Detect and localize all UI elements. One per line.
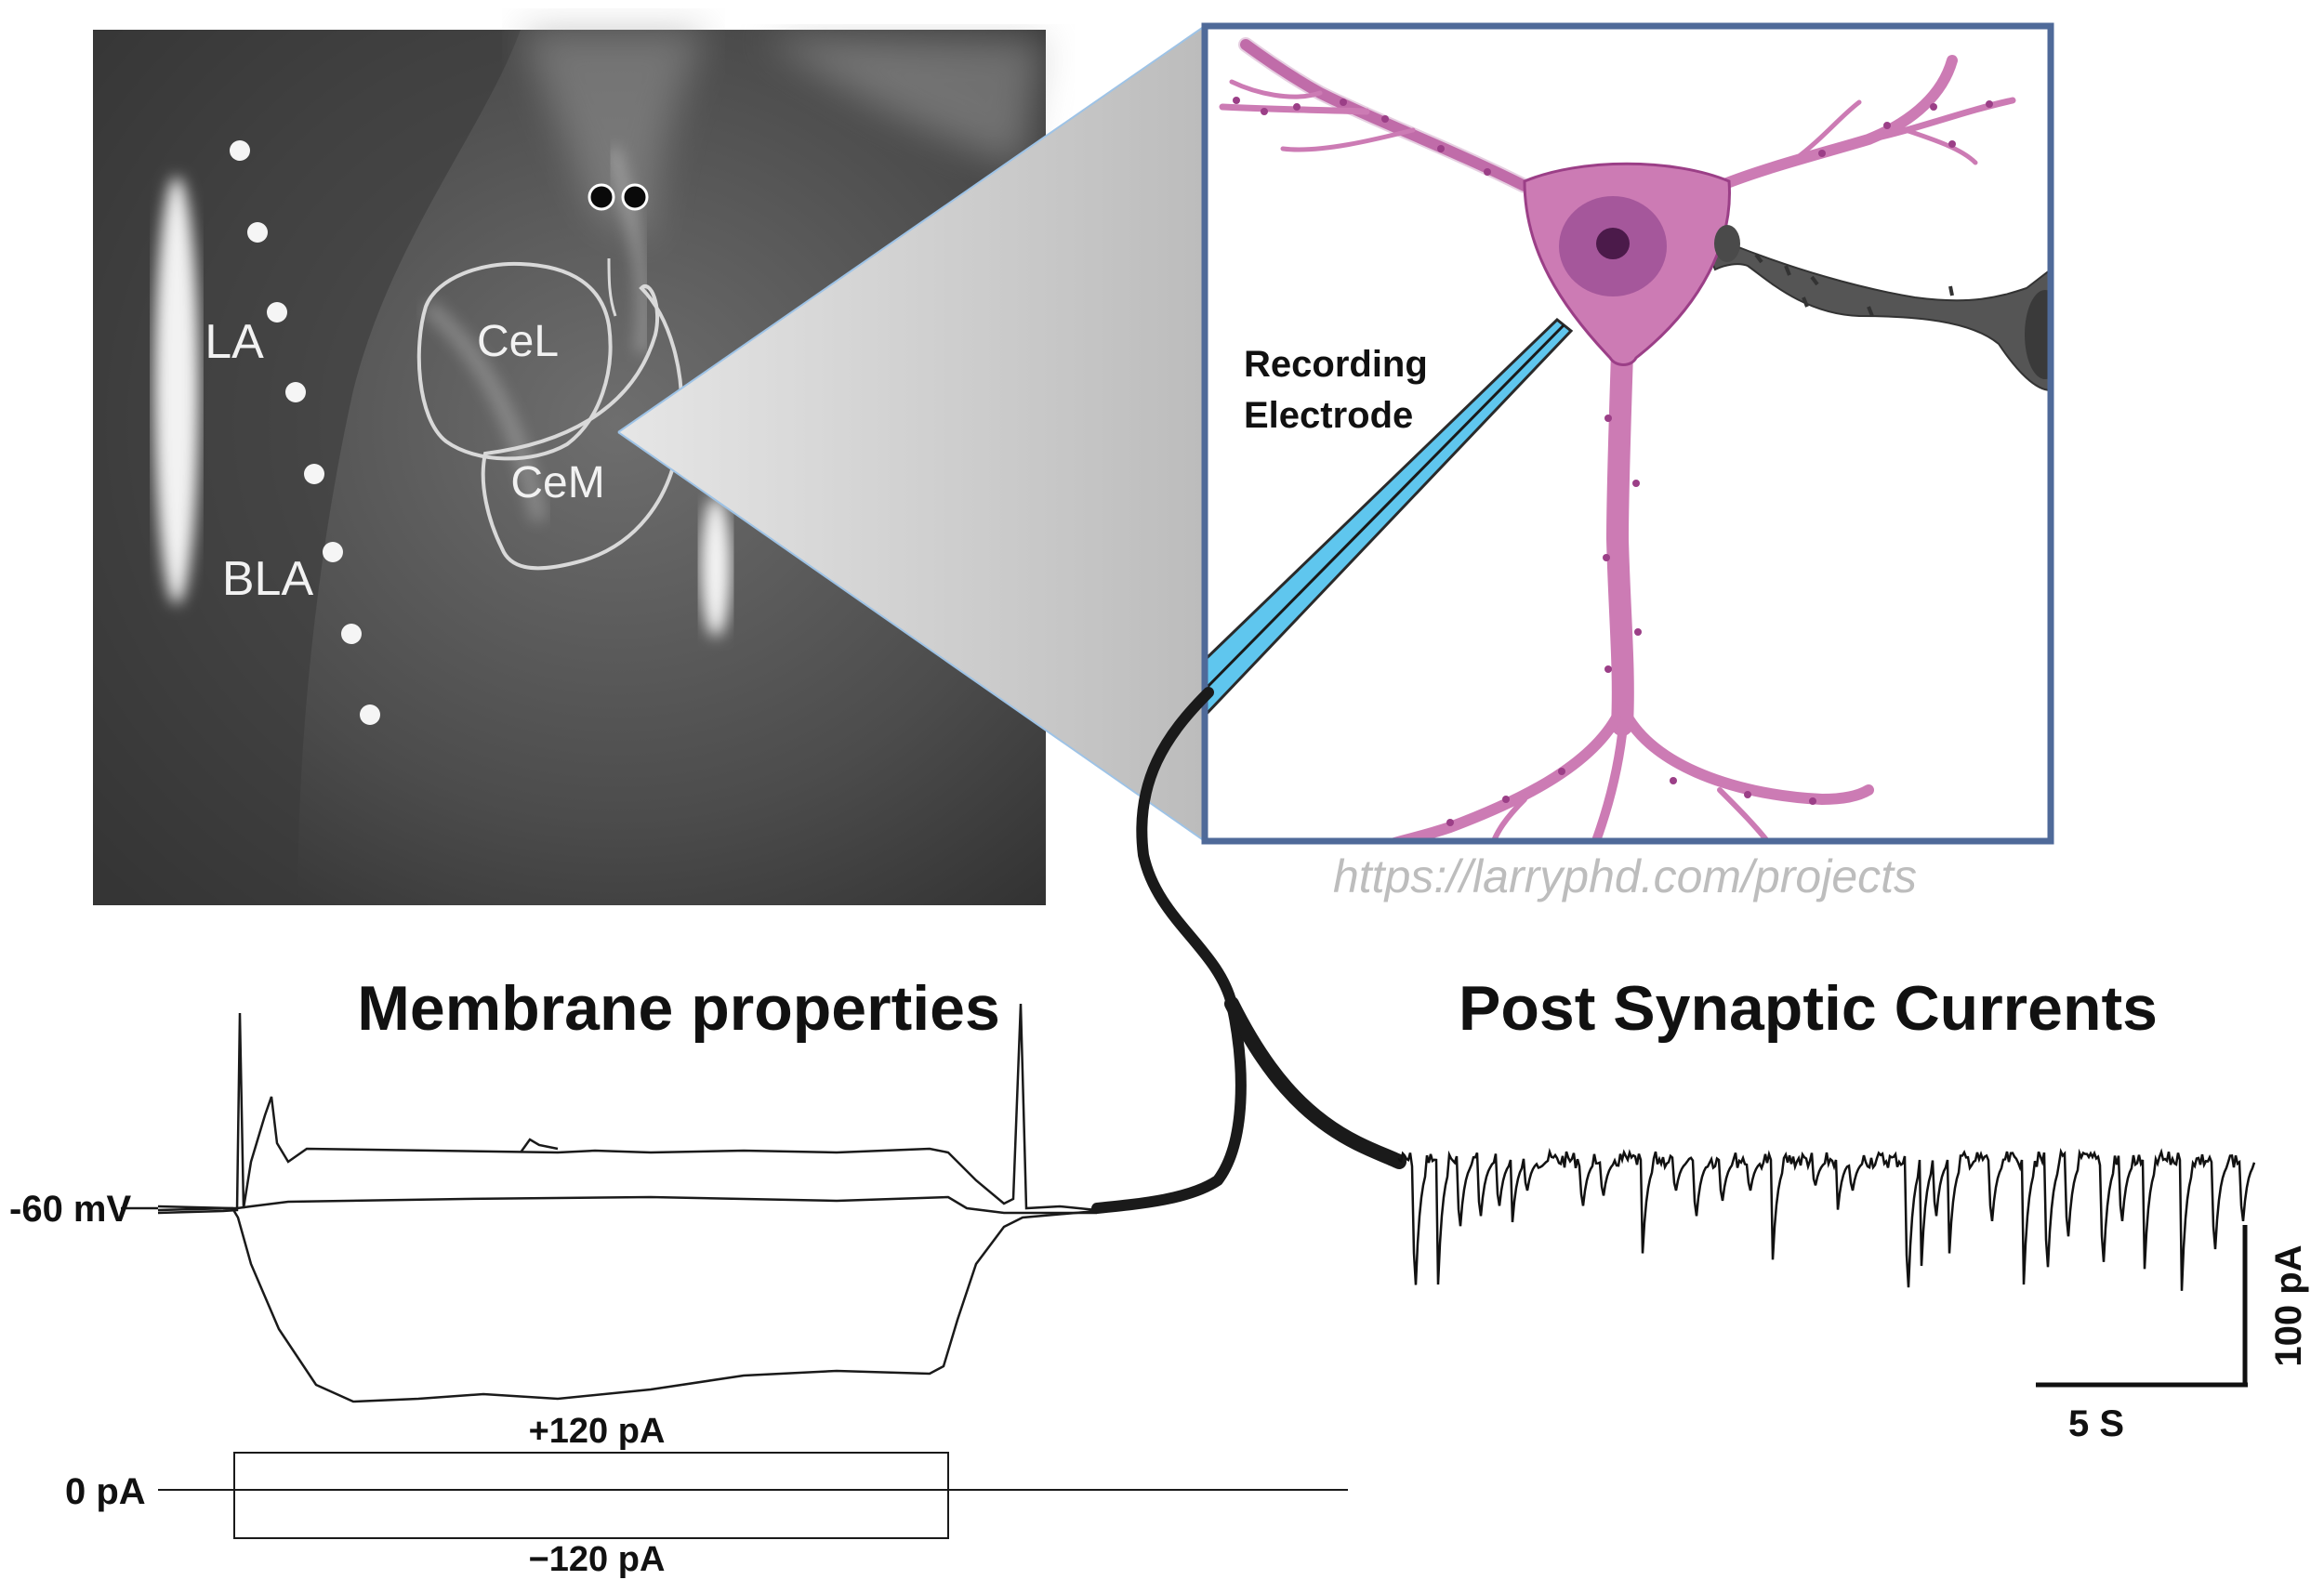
electrode-label-line2: Electrode xyxy=(1244,395,1413,436)
psc-panel: Post Synaptic Currents 100 pA 5 S xyxy=(1397,973,2309,1444)
negative-step-label: −120 pA xyxy=(529,1540,666,1579)
marker-dot xyxy=(360,704,380,725)
zoom-callout xyxy=(617,25,1206,842)
current-step-protocol xyxy=(158,1452,1348,1539)
marker-dot xyxy=(230,140,250,161)
postsynaptic-neuron xyxy=(1219,37,2016,841)
marker-dot xyxy=(341,624,362,644)
current-step-box xyxy=(233,1452,949,1539)
slice-bright-band-right xyxy=(701,497,731,637)
nucleolus xyxy=(1596,228,1630,259)
label-cel: CeL xyxy=(477,317,559,366)
credit-url: https://larryphd.com/projects xyxy=(1333,850,1917,902)
neuron-panel: Recording Electrode xyxy=(1201,22,2054,845)
holding-potential-label: -60 mV xyxy=(9,1189,131,1230)
voltage-traces xyxy=(157,1003,1098,1403)
electrode-cable-branch xyxy=(1224,996,1406,1169)
positive-step-label: +120 pA xyxy=(529,1412,666,1451)
zero-current-label: 0 pA xyxy=(65,1471,146,1512)
zoom-line-bottom xyxy=(617,431,1206,842)
electrode-dot-series xyxy=(230,140,380,725)
membrane-properties-panel: Membrane properties -60 mV 0 pA +120 pA … xyxy=(9,973,1348,1579)
membrane-title: Membrane properties xyxy=(357,973,1000,1044)
psc-title: Post Synaptic Currents xyxy=(1459,973,2158,1044)
presynaptic-neuron xyxy=(1710,239,2051,392)
label-cem: CeM xyxy=(510,458,604,507)
cel-outline xyxy=(416,261,613,461)
label-bla: BLA xyxy=(222,552,314,606)
scale-x-label: 5 S xyxy=(2068,1403,2124,1444)
marker-dot xyxy=(247,222,268,243)
recording-electrode xyxy=(1205,318,1574,718)
scale-y-label: 100 pA xyxy=(2268,1244,2309,1366)
psc-trace xyxy=(1397,1147,2256,1291)
zoom-line-top xyxy=(617,25,1206,433)
neuron-panel-frame xyxy=(1201,22,2054,845)
black-markers xyxy=(588,183,649,211)
electrode-label-line1: Recording xyxy=(1244,344,1428,385)
zoom-cone xyxy=(618,26,1205,841)
marker-dot xyxy=(285,382,306,402)
label-la: LA xyxy=(205,315,264,369)
marker-dot xyxy=(323,542,343,562)
psc-scale-bar xyxy=(2036,1225,2248,1388)
marker-dot xyxy=(304,464,324,484)
marker-dot xyxy=(267,302,287,323)
slice-bright-band-left xyxy=(154,177,199,604)
